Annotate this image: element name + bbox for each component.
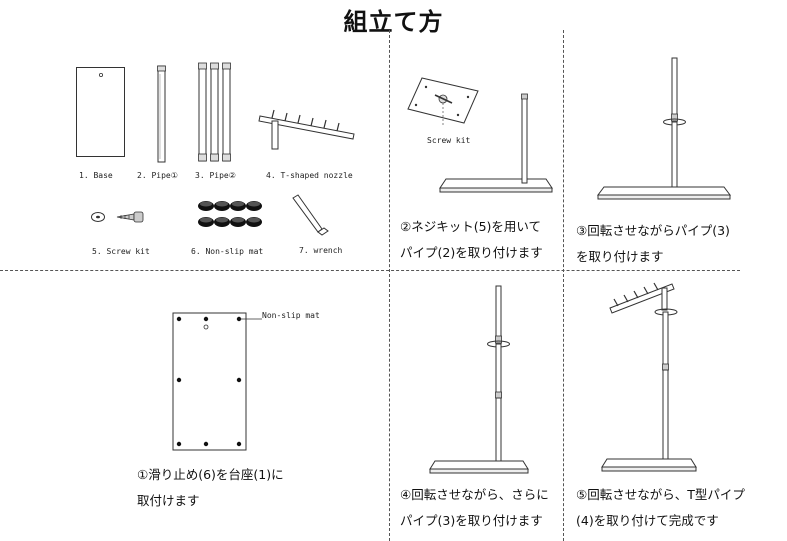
t-shaped-nozzle-illustration bbox=[258, 109, 355, 150]
screw-kit-illustration bbox=[91, 211, 144, 223]
part-label-screw-kit: 5. Screw kit bbox=[92, 247, 150, 256]
base-plate-illustration bbox=[76, 67, 125, 157]
step-1-text-line-2: 取付けます bbox=[137, 493, 200, 508]
step-4-illustration bbox=[429, 285, 529, 474]
divider-vertical-1 bbox=[389, 30, 390, 541]
part-label-base: 1. Base bbox=[79, 171, 113, 180]
step-3-text-line-1: ③回転させながらパイプ(3) bbox=[576, 223, 730, 238]
step-4-text-line-2: パイプ(3)を取り付けます bbox=[400, 513, 543, 528]
non-slip-mat-illustration bbox=[198, 201, 262, 227]
page-title: 組立て方 bbox=[343, 8, 444, 36]
step-2-callout-screw-kit: Screw kit bbox=[427, 136, 471, 145]
part-label-non-slip-mat: 6. Non-slip mat bbox=[191, 247, 264, 256]
pipe-1-illustration bbox=[157, 65, 166, 163]
divider-horizontal bbox=[0, 270, 740, 271]
part-label-pipe-2: 3. Pipe② bbox=[195, 171, 236, 180]
divider-vertical-2 bbox=[563, 30, 564, 541]
step-5-text-line-1: ⑤回転させながら、T型パイプ bbox=[576, 487, 745, 502]
step-2-illustration bbox=[407, 77, 553, 193]
part-label-pipe-1: 2. Pipe① bbox=[137, 171, 178, 180]
step-5-illustration bbox=[601, 282, 697, 472]
step-1-callout-non-slip-mat: Non-slip mat bbox=[262, 311, 320, 320]
step-4-text-line-1: ④回転させながら、さらに bbox=[400, 487, 549, 502]
part-label-wrench: 7. wrench bbox=[299, 246, 343, 255]
step-2-text-line-1: ②ネジキット(5)を用いて bbox=[400, 219, 542, 234]
step-1-text-line-1: ①滑り止め(6)を台座(1)に bbox=[137, 467, 284, 482]
step-2-text-line-2: パイプ(2)を取り付けます bbox=[400, 245, 543, 260]
step-5-text-line-2: (4)を取り付けて完成です bbox=[576, 513, 719, 528]
pipe-2-illustration bbox=[198, 62, 231, 162]
step-3-illustration bbox=[597, 57, 731, 200]
step-3-text-line-2: を取り付けます bbox=[576, 249, 664, 264]
step-1-illustration bbox=[172, 312, 262, 451]
part-label-t-shaped-nozzle: 4. T-shaped nozzle bbox=[266, 171, 353, 180]
wrench-icon bbox=[292, 194, 329, 236]
